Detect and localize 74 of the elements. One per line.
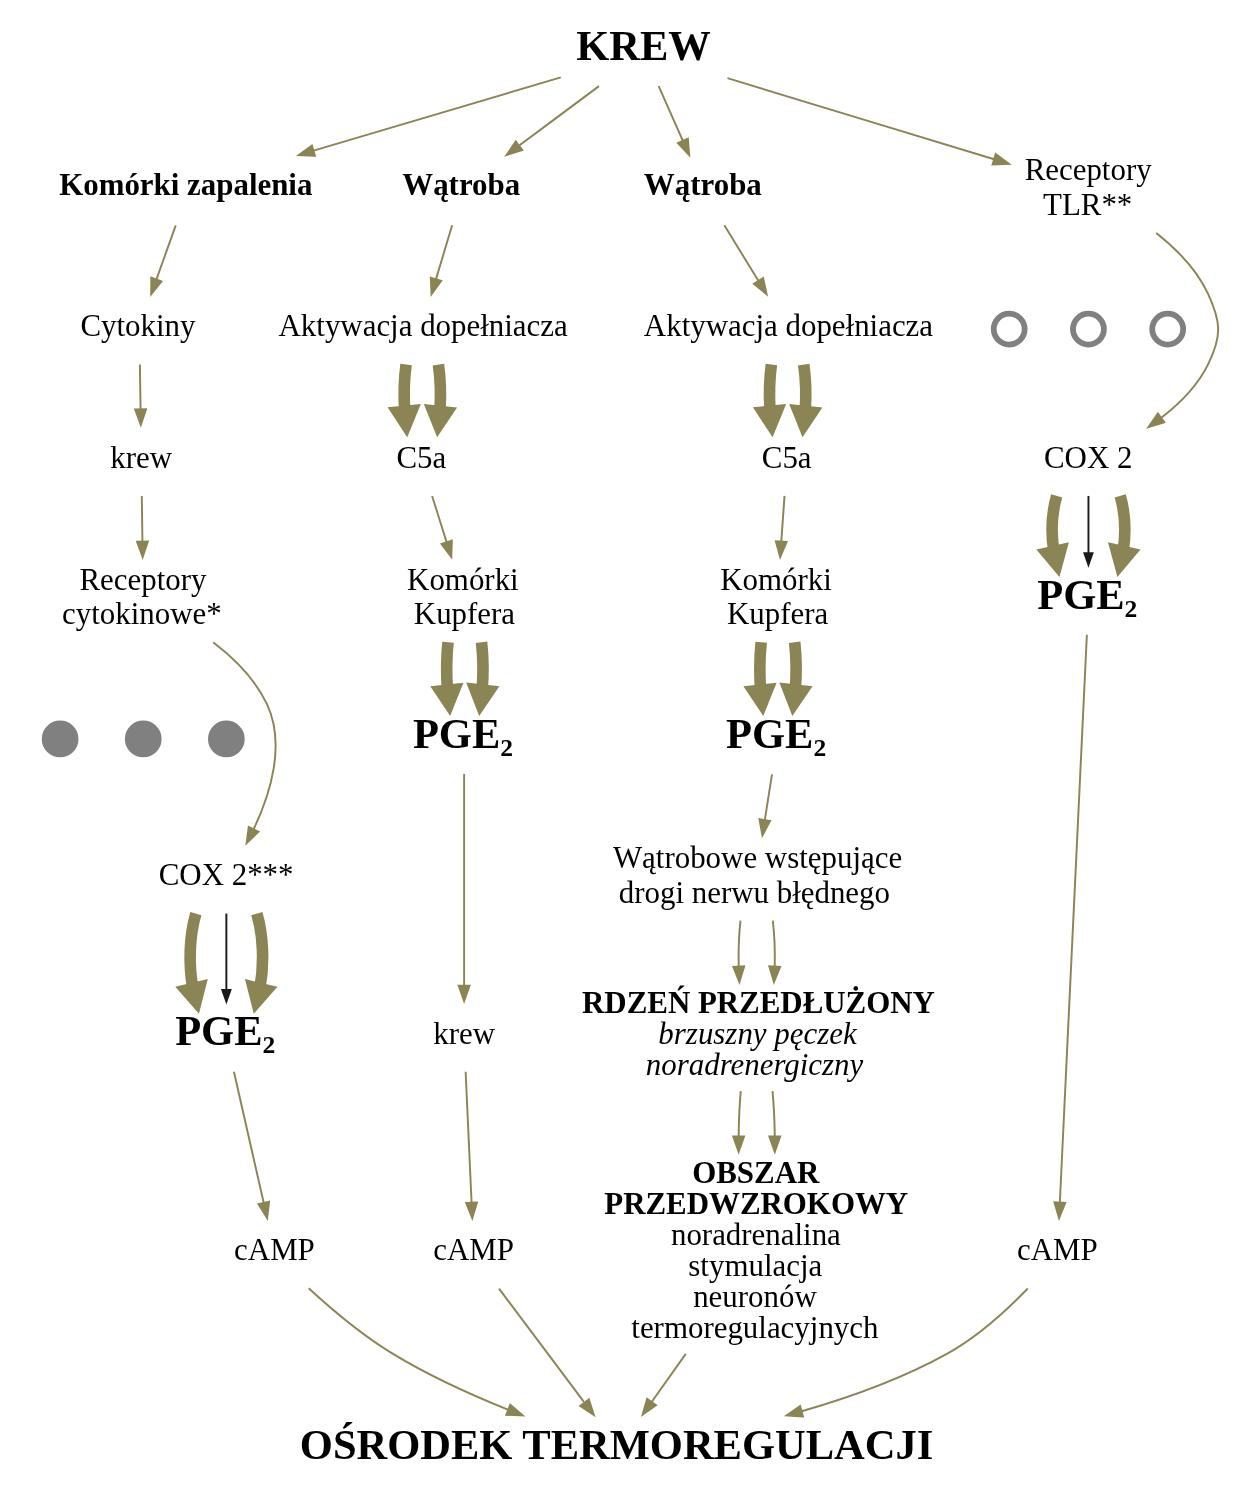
node-circle xyxy=(124,720,162,758)
node-text: Komórki Kupfera xyxy=(406,561,519,632)
arrow xyxy=(722,224,768,297)
arrow xyxy=(244,912,277,1014)
node-circle xyxy=(207,720,245,758)
arrow xyxy=(220,912,232,1005)
node-text: PGE₂ xyxy=(174,1007,275,1055)
arrow xyxy=(423,363,457,438)
arrow xyxy=(657,85,690,158)
node-text: OBSZAR PRZEDWZROKOWY noradrenalina stymulacja neuronów termoregulacyjnych xyxy=(603,1155,908,1345)
arrow xyxy=(456,773,471,1005)
node-text: Wątrobowe wstępujące drogi nerwu błędnego xyxy=(612,840,902,910)
node-text: cAMP xyxy=(1016,1232,1098,1268)
node-circle xyxy=(1069,310,1107,348)
arrow xyxy=(726,77,1012,166)
node-text: Komórki zapalenia xyxy=(58,167,312,203)
arrow xyxy=(742,641,777,717)
node-circle xyxy=(990,310,1028,348)
arrow xyxy=(774,494,788,560)
node-text: COX 2*** xyxy=(158,857,294,893)
arrow xyxy=(503,85,600,157)
arrow xyxy=(788,363,822,438)
arrow xyxy=(174,912,208,1014)
arrow xyxy=(295,76,562,157)
node-text: KREW xyxy=(575,21,711,69)
node-text: C5a xyxy=(761,439,812,475)
arrow xyxy=(1145,231,1219,429)
arrow xyxy=(135,494,149,560)
arrow xyxy=(731,919,745,985)
node-text: C5a xyxy=(395,439,446,475)
arrow xyxy=(767,919,781,985)
node-text: krew xyxy=(109,439,172,475)
arrow xyxy=(752,363,786,438)
node-text: Aktywacja dopełniacza xyxy=(278,308,568,344)
arrow xyxy=(497,1287,596,1418)
node-text: OŚRODEK TERMOREGULACJI xyxy=(299,1421,933,1469)
node-text: Receptory TLR** xyxy=(1024,151,1152,222)
node-circle xyxy=(1148,310,1186,348)
arrow xyxy=(211,641,277,846)
arrow xyxy=(133,363,147,428)
node-text: Wątroba xyxy=(401,167,520,203)
arrow xyxy=(232,1070,270,1221)
node-text: Wątroba xyxy=(643,167,762,203)
arrow xyxy=(429,641,463,717)
arrow xyxy=(430,494,453,560)
node-text: PGE₂ xyxy=(412,709,513,757)
arrow xyxy=(1082,494,1094,568)
arrow xyxy=(464,1070,478,1222)
arrow xyxy=(1052,633,1088,1221)
arrow xyxy=(307,1287,525,1417)
node-text: PGE₂ xyxy=(1036,570,1137,618)
arrow xyxy=(465,641,499,717)
arrow xyxy=(1035,494,1069,577)
arrow xyxy=(640,1352,687,1418)
node-text: Aktywacja dopełniacza xyxy=(643,308,933,344)
arrow xyxy=(757,773,773,839)
node-text: COX 2 xyxy=(1043,439,1132,475)
arrow xyxy=(778,641,812,717)
node-text: Receptory cytokinowe* xyxy=(61,561,222,632)
arrow xyxy=(731,1090,745,1155)
node-text: cAMP xyxy=(432,1232,514,1268)
node-text: RDZEŃ PRZEDŁUŻONY brzuszny pęczek noradrenergiczny xyxy=(581,984,935,1082)
node-text: Komórki Kupfera xyxy=(719,561,832,632)
arrow xyxy=(767,1090,782,1155)
node-text: PGE₂ xyxy=(725,709,826,757)
arrow xyxy=(1107,494,1141,577)
node-text: krew xyxy=(432,1015,495,1051)
arrow xyxy=(783,1287,1029,1418)
arrow xyxy=(429,224,453,297)
arrow xyxy=(387,363,421,438)
node-text: cAMP xyxy=(233,1232,315,1268)
node-circle xyxy=(41,720,78,758)
node-text: Cytokiny xyxy=(79,308,195,344)
arrow xyxy=(149,224,177,297)
